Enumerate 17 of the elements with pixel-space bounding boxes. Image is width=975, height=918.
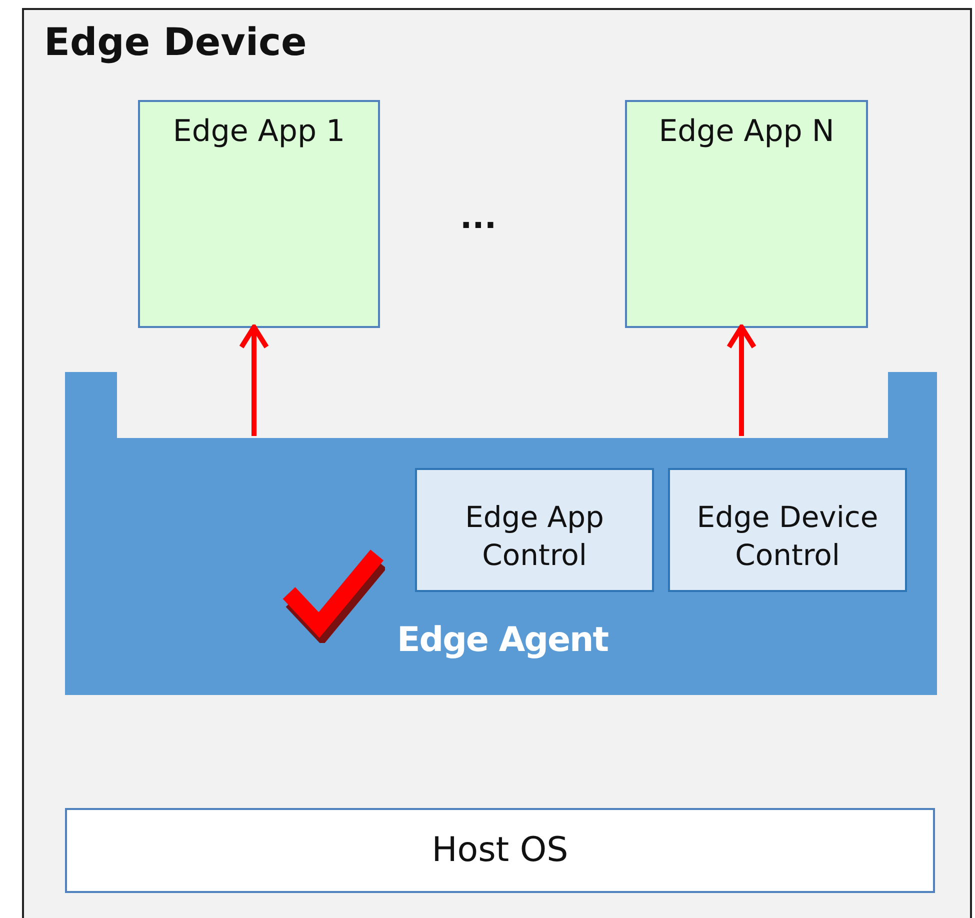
os-bar [65,808,935,893]
box-label: Edge App 1 [172,114,346,149]
box-label: Edge App N [658,114,836,149]
box-label: Edge Device Control [696,499,880,574]
control-box [668,468,907,592]
arrow [726,324,756,436]
ellipsis-label: ... [460,198,496,236]
device-frame [22,8,972,918]
app-box [625,100,868,328]
block-label: Edge Agent [396,620,610,660]
box-label: Edge App Control [464,499,605,574]
agent-block [65,372,937,695]
bar-label: Host OS [430,830,570,870]
app-box [138,100,380,328]
arrow [239,324,269,436]
control-box [415,468,654,592]
frame-title: Edge Device [44,20,307,64]
